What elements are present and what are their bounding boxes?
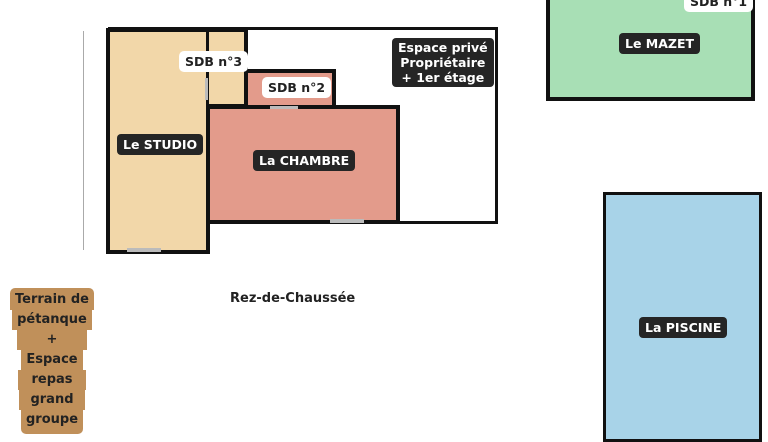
dimension-line: [83, 31, 84, 250]
chambre-label: La CHAMBRE: [253, 150, 356, 171]
private-space-label: Espace privé Propriétaire + 1er étage: [392, 38, 494, 87]
piscine-label: La PISCINE: [639, 317, 728, 338]
studio-label: Le STUDIO: [117, 134, 204, 155]
mazet-label: Le MAZET: [619, 33, 701, 54]
sdb2-door: [270, 106, 298, 109]
petanque-line: groupe: [20, 410, 84, 434]
petanque-line: Espace: [21, 350, 83, 370]
sdb3-label: SDB n°3: [179, 51, 249, 72]
private-space-line: + 1er étage: [401, 70, 485, 85]
private-space-line: Espace privé: [398, 40, 488, 55]
sdb3-door: [205, 78, 208, 100]
studio-door: [127, 248, 161, 252]
chambre-door: [330, 219, 364, 223]
petanque-label: Terrain de pétanque + Espace repas grand…: [5, 288, 99, 434]
private-space-line: Propriétaire: [400, 55, 486, 70]
petanque-line: grand: [19, 390, 85, 410]
petanque-line: repas: [18, 370, 86, 390]
petanque-line: pétanque: [12, 310, 92, 330]
petanque-line: +: [16, 330, 88, 350]
sdb1-label: SDB n°1: [684, 0, 754, 12]
petanque-line: Terrain de: [10, 288, 94, 310]
sdb2-label: SDB n°2: [262, 77, 332, 98]
floor-label: Rez-de-Chaussée: [230, 291, 356, 306]
